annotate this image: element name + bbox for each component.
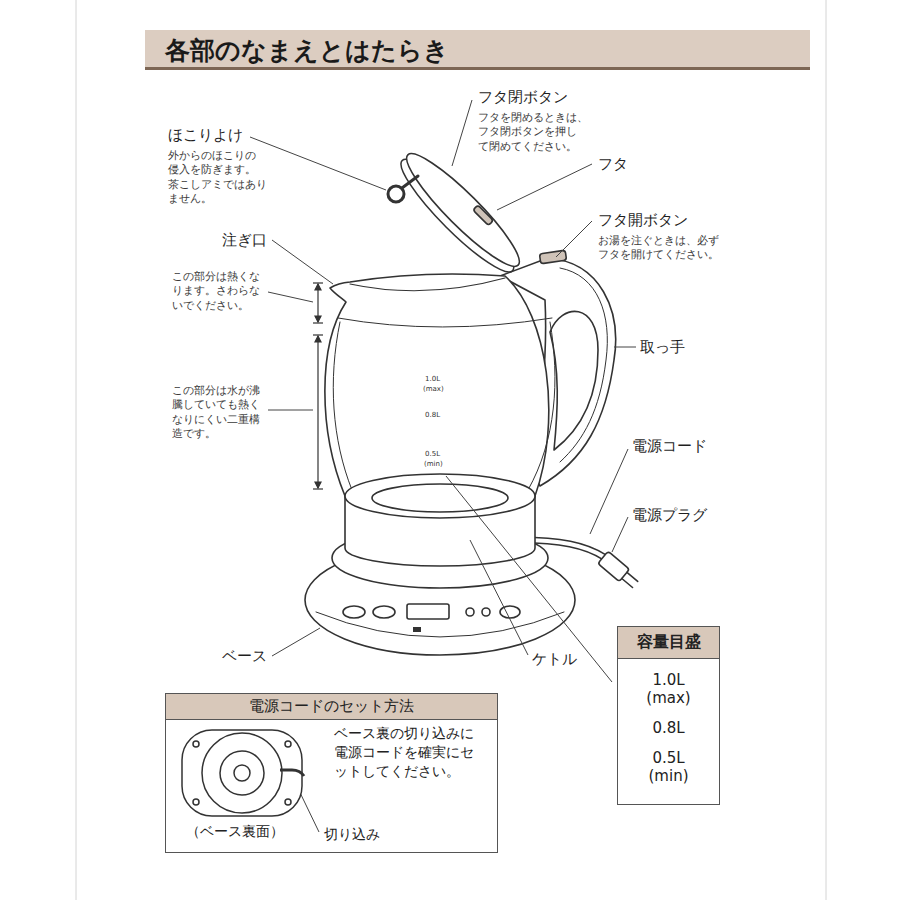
page-edge: [826, 0, 827, 900]
dust-guard-stem: [402, 176, 418, 188]
table-cell: 0.5L (min): [645, 749, 693, 785]
scale-mark: 0.5L: [425, 451, 440, 458]
figure-label: （ベース裏面）: [186, 822, 284, 841]
page-edge: [76, 0, 77, 900]
box-body: ベース裏の切り込みに 電源コードを確実にセ ットしてください。: [334, 724, 477, 781]
part-name: ほこりよけ: [168, 126, 243, 144]
inner-wall: [333, 322, 352, 490]
table-cell: 1.0L (max): [645, 671, 693, 707]
info-box: 電源コードのセット方法ベース裏の切り込みに 電源コードを確実にセ ットしてくださ…: [165, 693, 498, 853]
callout-note: お湯を注ぐときは、必ず フタを開けてください。: [598, 234, 722, 263]
button: [482, 608, 490, 616]
handle-hole: [550, 311, 598, 450]
title-band: [145, 30, 810, 68]
scale-mark: (min): [424, 461, 443, 468]
callout-note: フタを閉めるときは、 フタ閉ボタンを押し て閉めてください。: [478, 111, 591, 154]
glass-body: [325, 274, 549, 496]
inner-wall: [528, 322, 555, 490]
figure-label: 切り込み: [324, 825, 380, 844]
part-name: ベース: [222, 647, 267, 665]
box-header: 電源コードのセット方法: [166, 694, 497, 720]
scale-table: 容量目盛 1.0L (max) 0.8L 0.5L (min): [617, 626, 720, 805]
kettle-drawing: [305, 144, 640, 655]
button: [343, 606, 365, 618]
base-underside: [182, 730, 304, 816]
leader-lines: [250, 100, 636, 832]
lid: [391, 144, 530, 283]
table-header: 容量目盛: [618, 627, 719, 659]
table-cell: 0.8L: [645, 719, 693, 737]
part-name: フタ開ボタン: [598, 211, 688, 229]
page-title: 各部のなまえとはたらき: [165, 34, 449, 67]
heater-ring: [345, 474, 535, 518]
open-button: [539, 250, 566, 264]
button: [373, 606, 395, 618]
heater-ring-inner: [372, 484, 508, 512]
part-name: 注ぎ口: [222, 231, 267, 249]
part-name: フタ: [598, 155, 628, 173]
callout-note: この部分は水が沸 騰していても熱く なりにくい二重構 造です。: [172, 384, 263, 441]
title-rule: [145, 67, 810, 70]
part-name: ケトル: [532, 650, 577, 668]
part-name: 取っ手: [640, 338, 685, 356]
plug: [598, 551, 640, 590]
button: [500, 606, 520, 618]
display: [407, 604, 449, 619]
button: [466, 608, 474, 616]
brackets: [313, 283, 323, 489]
part-name: 電源コード: [632, 437, 707, 455]
inner-wall: [338, 318, 552, 327]
scale-mark: 1.0L: [425, 376, 440, 383]
scale-mark: 0.8L: [425, 412, 440, 419]
logo-mark: [413, 627, 421, 632]
callout-note: 外からのほこりの 侵入を防ぎます。 茶こしアミではあり ません。: [168, 149, 270, 206]
rim: [350, 278, 505, 291]
handle-line: [560, 268, 607, 462]
part-name: フタ閉ボタン: [478, 88, 568, 106]
callout-note: この部分は熱くな ります。さわらな いでください。: [172, 270, 263, 313]
scale-mark: (max): [423, 386, 444, 393]
part-name: 電源プラグ: [632, 506, 707, 524]
